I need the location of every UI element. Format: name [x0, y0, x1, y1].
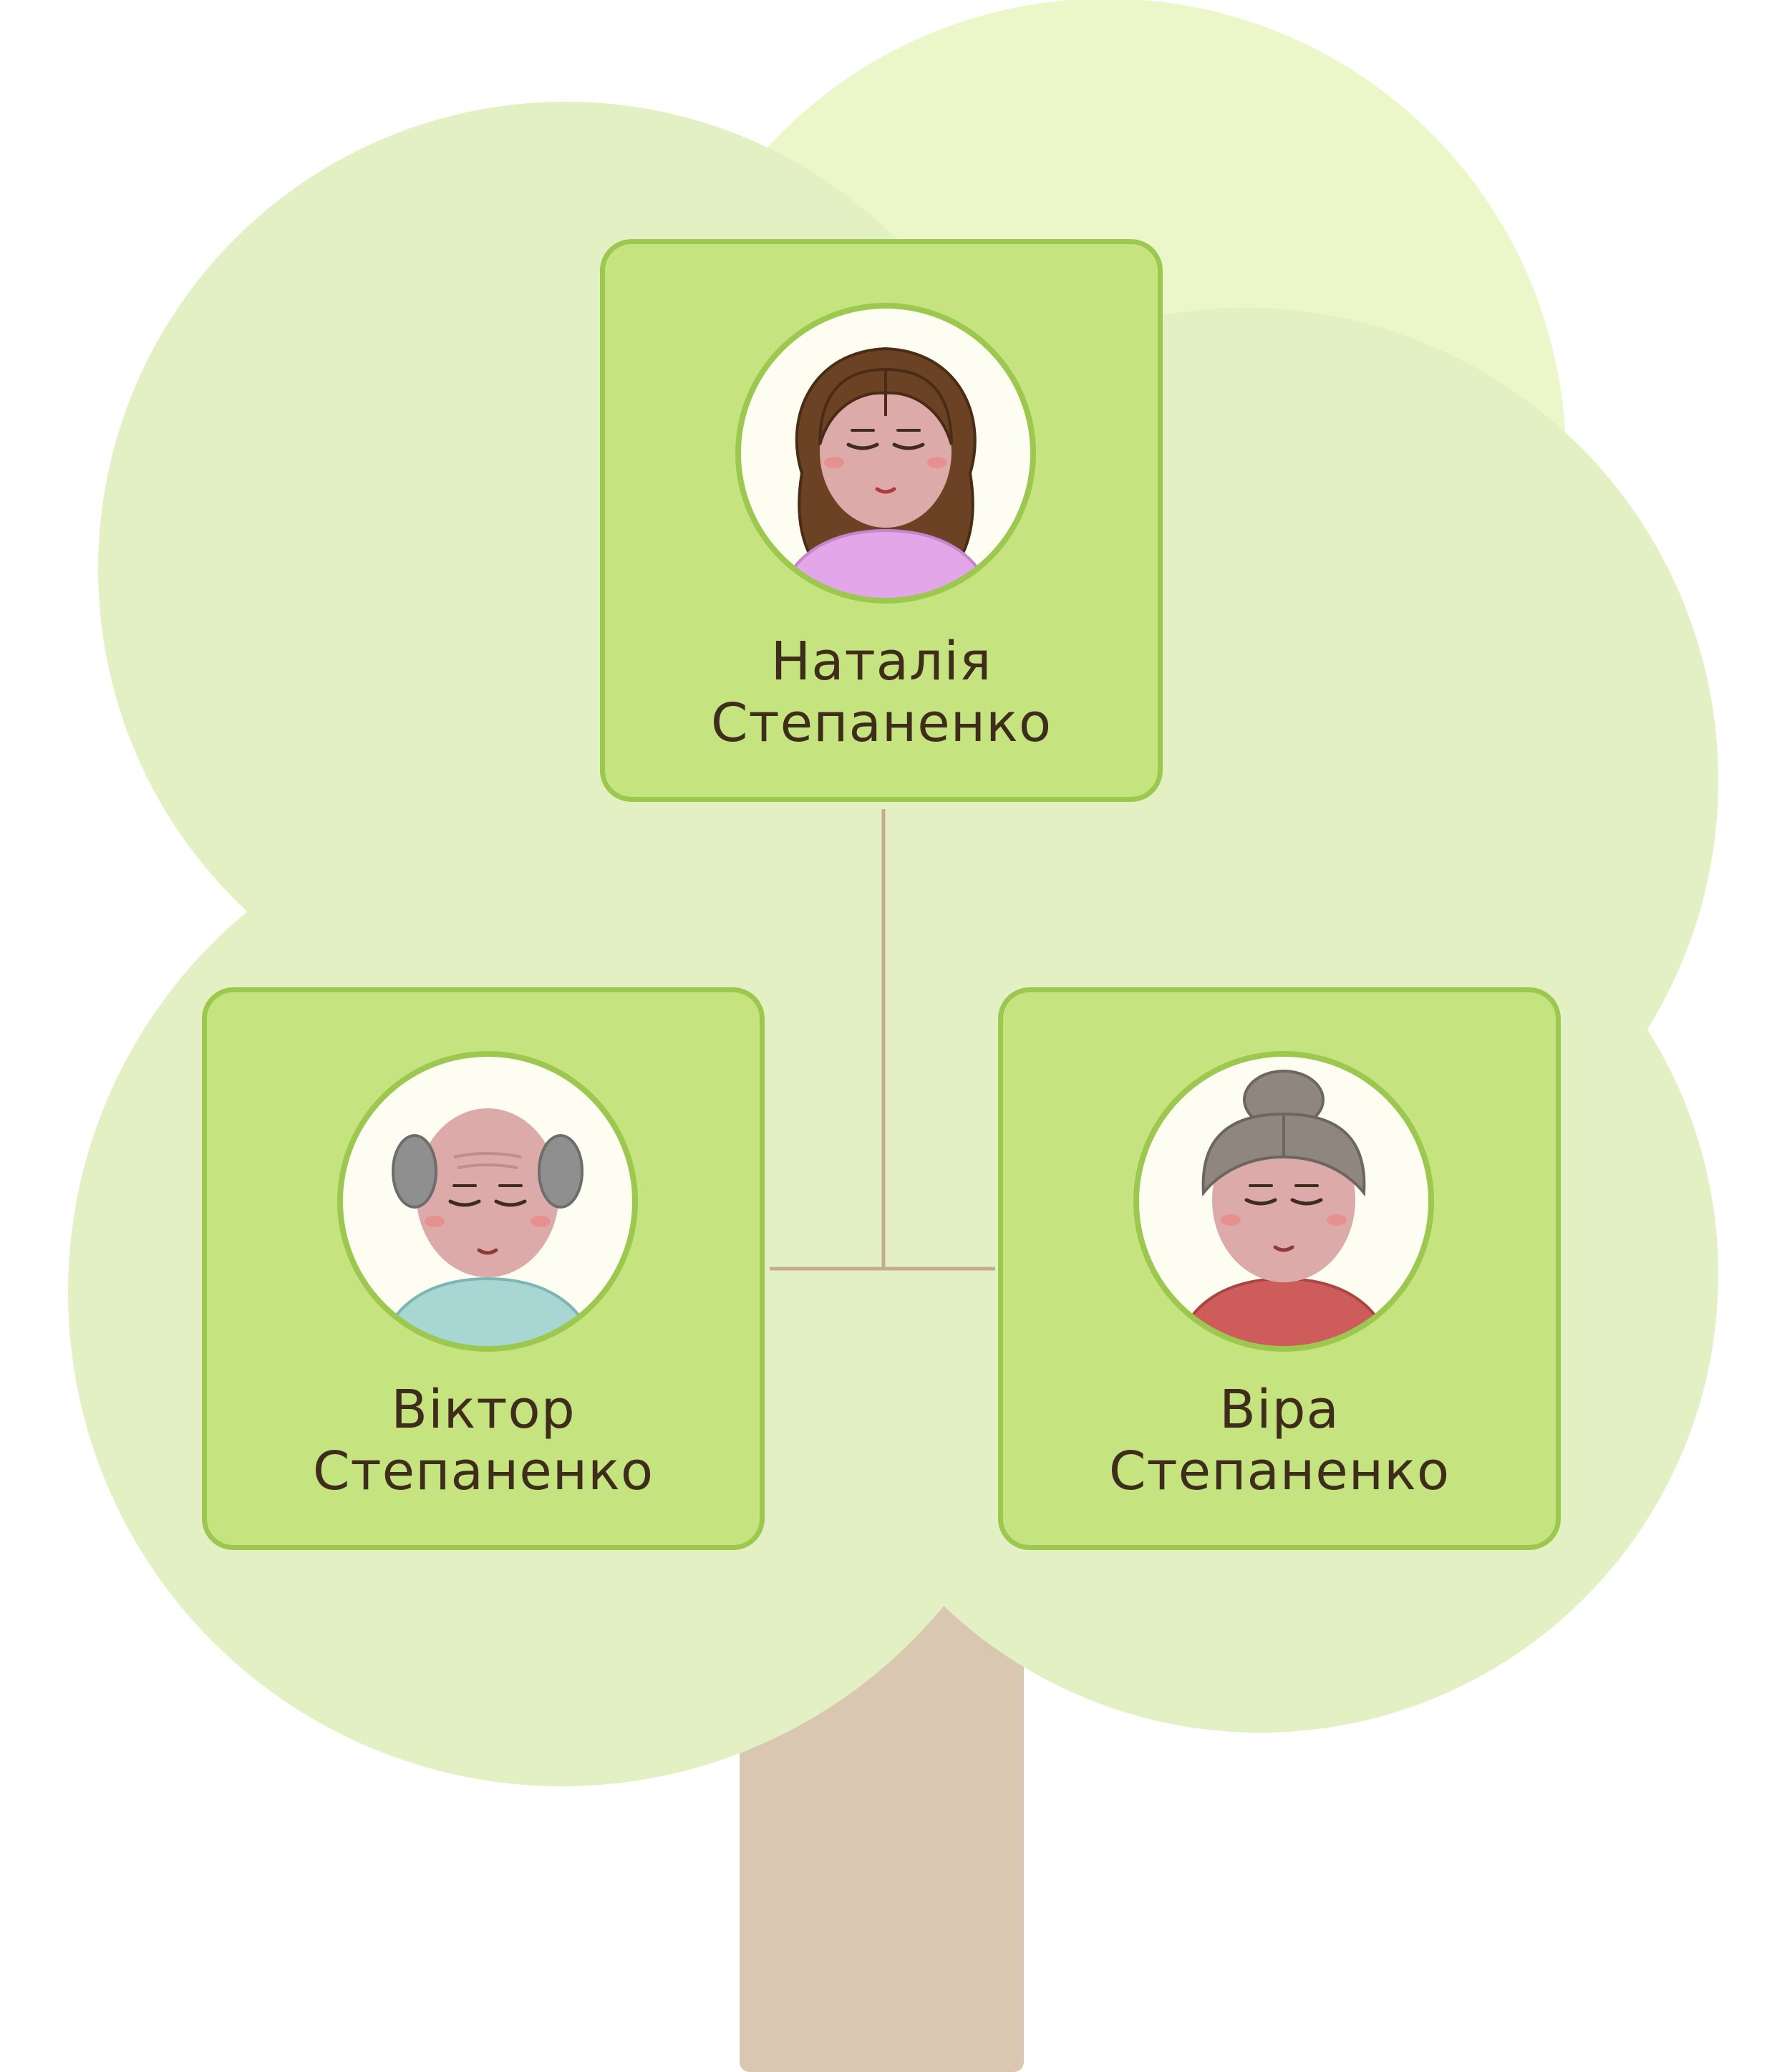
- elderly-man-avatar-icon: [337, 1051, 638, 1352]
- last-name: Степаненко: [1108, 1441, 1451, 1502]
- person-card-root[interactable]: Наталія Степаненко: [600, 239, 1163, 802]
- first-name: Наталія: [770, 631, 992, 692]
- first-name: Віра: [1219, 1379, 1340, 1441]
- person-name-root: Наталія Степаненко: [605, 631, 1158, 754]
- first-name: Віктор: [391, 1379, 576, 1441]
- last-name: Степаненко: [710, 692, 1052, 754]
- tree-trunk: [740, 1604, 1024, 2072]
- person-name-father: Віктор Степаненко: [207, 1379, 760, 1502]
- elderly-woman-avatar-icon: [1133, 1051, 1434, 1352]
- young-woman-avatar-icon: [735, 303, 1036, 604]
- last-name: Степаненко: [312, 1441, 654, 1502]
- person-card-father[interactable]: Віктор Степаненко: [202, 987, 765, 1550]
- person-name-mother: Віра Степаненко: [1003, 1379, 1556, 1502]
- person-card-mother[interactable]: Віра Степаненко: [998, 987, 1561, 1550]
